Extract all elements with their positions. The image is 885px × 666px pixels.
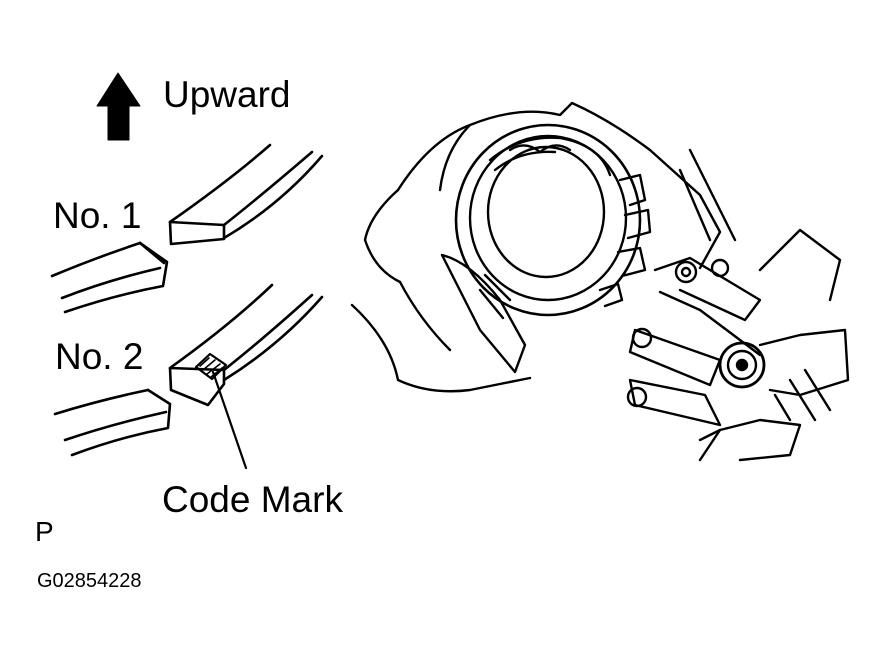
figure-id: G02854228	[37, 570, 142, 592]
section-letter: P	[35, 516, 54, 547]
ring-no2-label: No. 2	[55, 336, 144, 377]
upward-arrow-icon	[96, 72, 141, 141]
upward-label: Upward	[163, 74, 291, 115]
code-mark-label: Code Mark	[162, 479, 343, 520]
ring-expander-hand-drawing	[350, 101, 850, 462]
ring-no2-drawing	[53, 283, 324, 470]
ring-no1-drawing	[50, 143, 324, 314]
ring-no1-label: No. 1	[53, 195, 142, 236]
